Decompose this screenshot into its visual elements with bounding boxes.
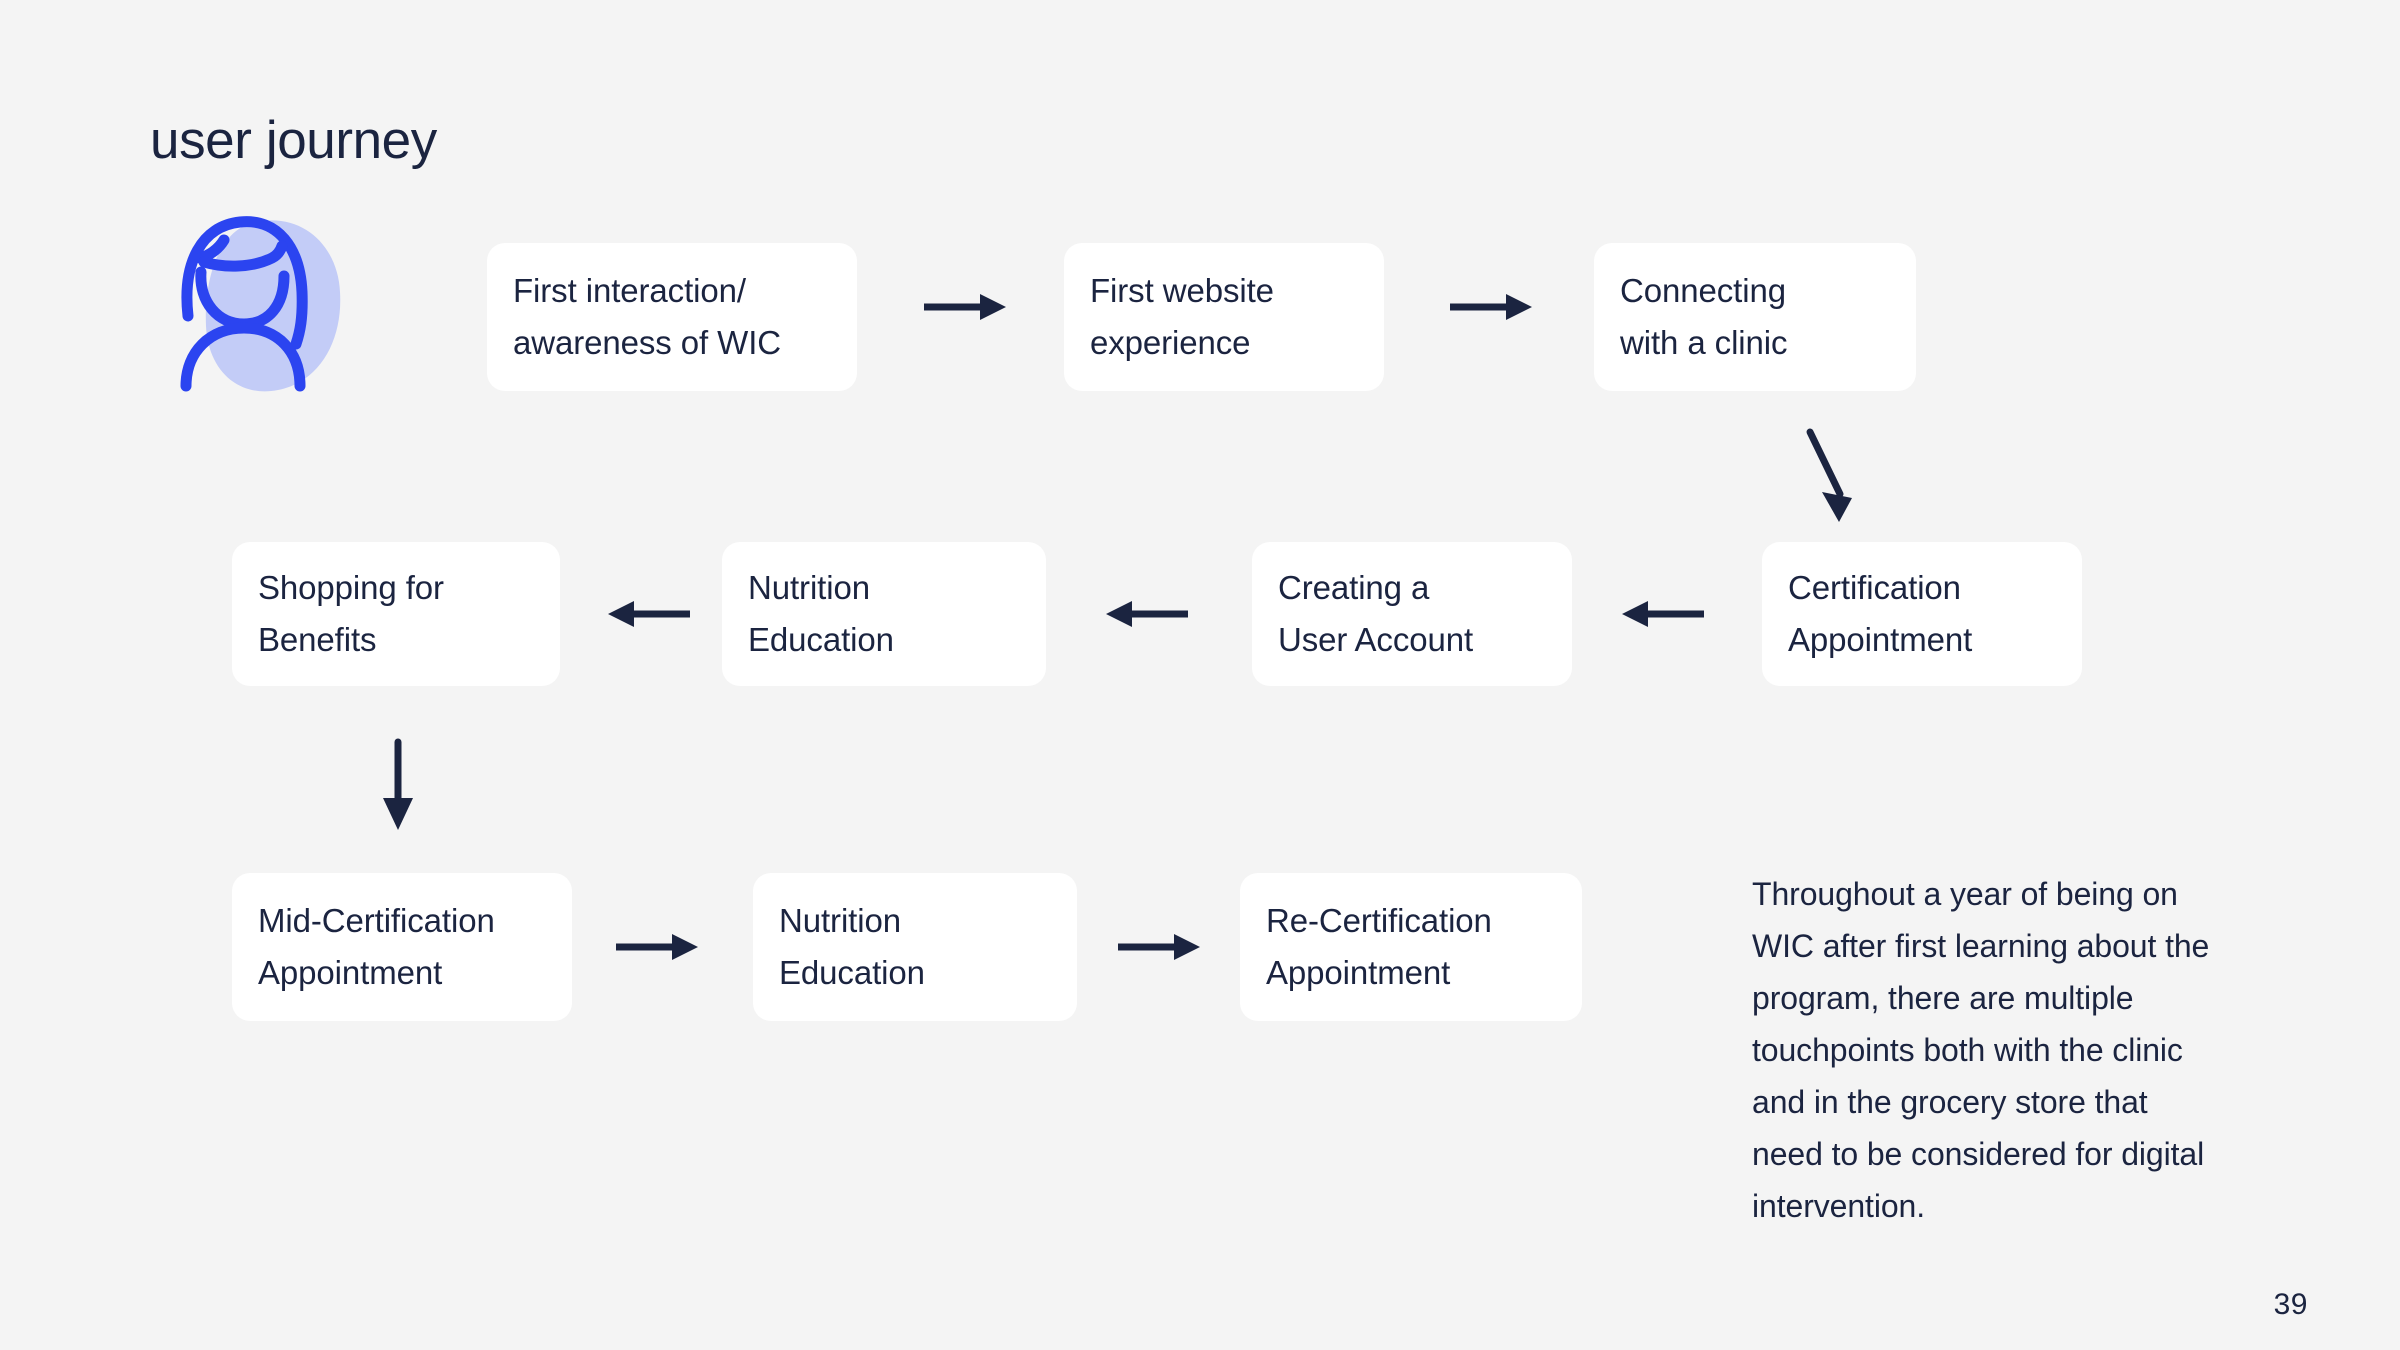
page-number: 39 [2273,1288,2308,1321]
journey-card-first-website-experience[interactable]: First website experience [1064,243,1384,391]
card-line: Education [779,954,925,991]
card-line: Creating a [1278,569,1430,606]
card-line: with a clinic [1620,324,1788,361]
card-line: Appointment [1266,954,1451,991]
arrow-right-row1-1 [924,290,1008,324]
diagonal-down-right-connector [1806,428,1860,523]
arrow-right-row3-1 [616,930,700,964]
vertical-down-connector [380,738,416,832]
arrow-left-row2-2 [1104,597,1188,631]
card-line: First website [1090,272,1274,309]
card-line: experience [1090,324,1251,361]
caption-paragraph: Throughout a year of being on WIC after … [1752,876,2210,1224]
person-avatar-icon [160,210,370,400]
card-line: Shopping for [258,569,444,606]
page-title: user journey [150,111,437,170]
card-line: Education [748,621,894,658]
card-line: First interaction/ [513,272,746,309]
journey-card-nutrition-education-2[interactable]: Nutrition Education [753,873,1077,1021]
card-line: User Account [1278,621,1474,658]
journey-card-shopping-for-benefits[interactable]: Shopping for Benefits [232,542,560,686]
card-line: Nutrition [779,902,901,939]
arrow-right-row3-2 [1118,930,1202,964]
card-line: Appointment [1788,621,1973,658]
card-line: Re-Certification [1266,902,1492,939]
arrow-right-row1-2 [1450,290,1534,324]
card-line: awareness of WIC [513,324,781,361]
card-line: Benefits [258,621,377,658]
journey-card-first-interaction[interactable]: First interaction/ awareness of WIC [487,243,857,391]
card-line: Nutrition [748,569,870,606]
card-line: Appointment [258,954,443,991]
journey-card-certification-appointment[interactable]: Certification Appointment [1762,542,2082,686]
card-line: Mid-Certification [258,902,495,939]
card-line: Certification [1788,569,1961,606]
arrow-left-row2-1 [606,597,690,631]
journey-card-nutrition-education-1[interactable]: Nutrition Education [722,542,1046,686]
journey-card-re-certification-appointment[interactable]: Re-Certification Appointment [1240,873,1582,1021]
arrow-left-row2-3 [1620,597,1704,631]
journey-card-creating-a-user-account[interactable]: Creating a User Account [1252,542,1572,686]
journey-card-connecting-with-a-clinic[interactable]: Connecting with a clinic [1594,243,1916,391]
journey-card-mid-certification-appointment[interactable]: Mid-Certification Appointment [232,873,572,1021]
card-line: Connecting [1620,272,1786,309]
